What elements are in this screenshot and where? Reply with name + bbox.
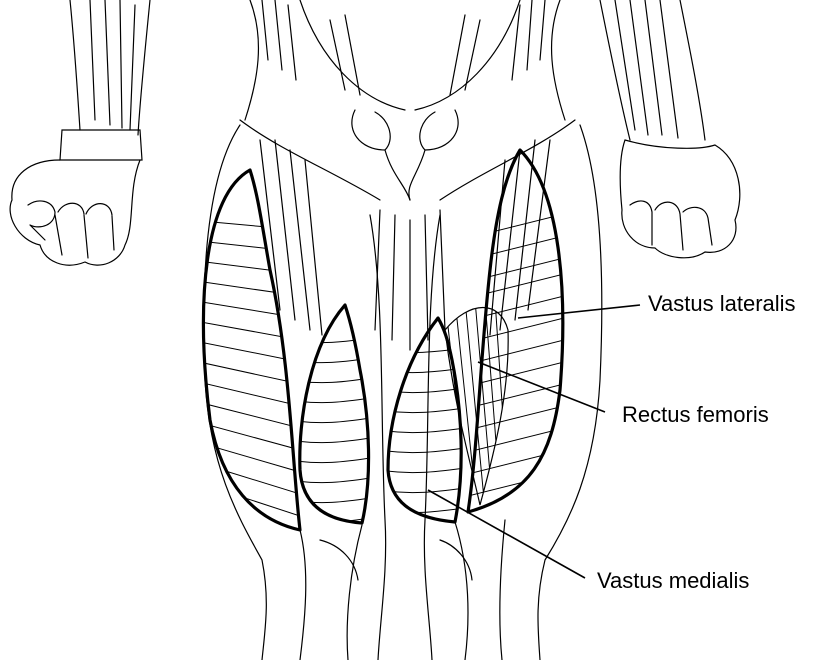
left-arm-fist (10, 0, 150, 265)
label-vastus-medialis: Vastus medialis (597, 568, 749, 594)
label-vastus-lateralis: Vastus lateralis (648, 291, 796, 317)
right-arm-fist (600, 0, 740, 258)
left-vastus-medialis (290, 305, 370, 523)
leader-line-rectus-femoris (478, 362, 605, 412)
label-rectus-femoris: Rectus femoris (622, 402, 769, 428)
right-vastus-medialis (380, 318, 465, 522)
leader-line-vastus-medialis (428, 490, 585, 578)
torso-lines (240, 0, 575, 200)
left-vastus-lateralis (190, 170, 300, 538)
leader-line-vastus-lateralis (518, 305, 640, 318)
